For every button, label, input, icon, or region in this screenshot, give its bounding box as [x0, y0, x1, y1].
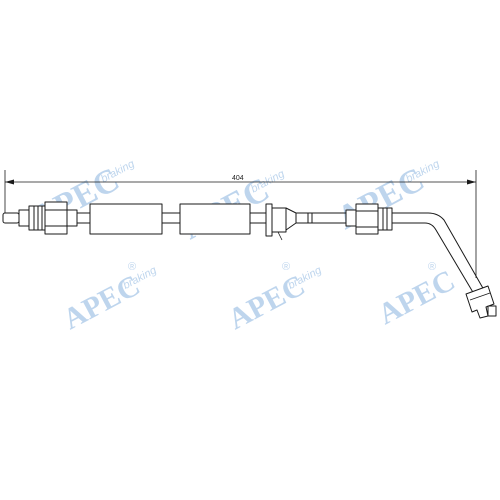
right-collar	[345, 209, 357, 227]
watermark-bottom-middle: APEC braking	[223, 264, 325, 336]
bracket-tab	[487, 305, 497, 317]
left-tip	[2, 212, 20, 224]
grommet-taper	[285, 207, 297, 231]
registered-mark-3: ®	[428, 261, 436, 273]
pipe-inner-edge	[392, 222, 475, 295]
hose-segment-3	[250, 212, 266, 224]
registered-mark-1: ®	[128, 261, 136, 273]
protective-sleeve-right	[179, 203, 251, 235]
watermark-bottom-right: APEC	[373, 264, 461, 331]
dimension-arrow-right	[467, 179, 476, 185]
left-tube-nut	[18, 209, 30, 227]
dimension-label: 404	[232, 175, 244, 182]
rigid-pipe-bend	[392, 212, 485, 295]
bracket-end-fitting	[465, 285, 497, 319]
left-hex-block	[44, 201, 68, 235]
watermark-sub: braking	[121, 264, 159, 292]
watermark-sub: braking	[286, 264, 324, 292]
hose-segment-2	[162, 212, 180, 224]
dimension-arrow-left	[5, 179, 14, 185]
watermark-brand: APEC	[373, 264, 461, 331]
hose-segment-4	[296, 212, 346, 224]
hose-assembly	[2, 201, 497, 319]
registered-mark-2: ®	[282, 261, 290, 273]
left-collar	[66, 209, 78, 227]
hose-segment-1	[77, 212, 90, 224]
protective-sleeve-left	[89, 203, 163, 235]
grommet-body	[271, 207, 287, 233]
pipe-outer-edge	[392, 212, 485, 291]
right-crimp-ferrule	[377, 207, 393, 231]
left-crimp-ferrule	[28, 205, 46, 231]
right-end-fitting	[345, 203, 393, 235]
grommet-flange	[265, 203, 273, 237]
right-hex-block	[355, 203, 379, 235]
watermark-bottom-left: APEC braking	[58, 264, 160, 336]
mounting-grommet	[265, 203, 297, 241]
left-end-fitting	[2, 201, 78, 235]
